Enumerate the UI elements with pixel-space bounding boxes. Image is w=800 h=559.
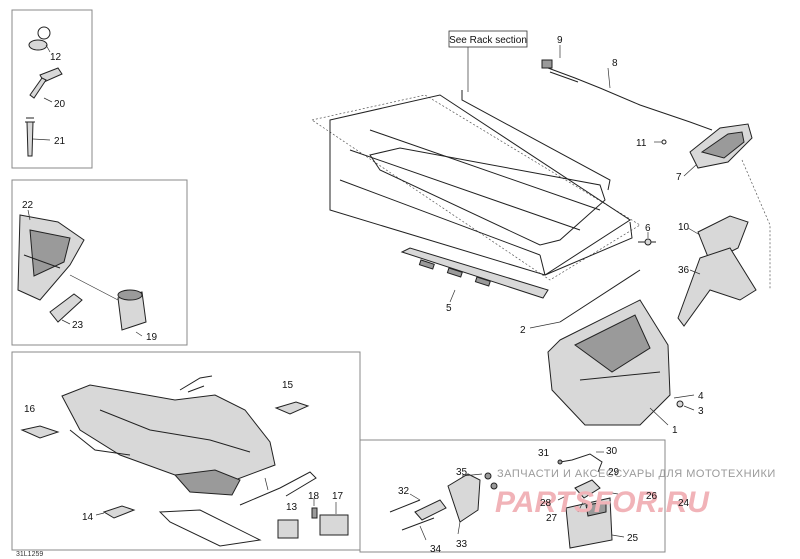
callout-15: 15 xyxy=(282,380,294,391)
open-wrench-part xyxy=(25,117,51,157)
callout-23: 23 xyxy=(72,320,84,331)
callout-11: 11 xyxy=(636,138,647,149)
label-part xyxy=(277,498,349,539)
callout-18: 18 xyxy=(308,491,320,502)
cable-part xyxy=(541,45,713,145)
screw-part xyxy=(389,493,435,541)
callout-20: 20 xyxy=(54,99,66,110)
decal-part xyxy=(20,401,310,519)
callout-36: 36 xyxy=(678,265,690,276)
callout-25: 25 xyxy=(627,533,639,544)
callout-5: 5 xyxy=(446,303,452,314)
callout-28: 28 xyxy=(540,498,552,509)
license-light-part xyxy=(557,451,619,513)
callout-24: 24 xyxy=(678,498,690,509)
callout-9: 9 xyxy=(557,35,563,46)
watermark-logo: PARTSFOR.RU xyxy=(495,486,710,519)
fastener-part xyxy=(673,394,695,411)
callout-6: 6 xyxy=(645,223,651,234)
filter-part xyxy=(69,274,147,337)
callout-4: 4 xyxy=(698,391,704,402)
section-note-box xyxy=(448,30,528,48)
callout-21: 21 xyxy=(54,136,66,147)
callout-2: 2 xyxy=(520,325,526,336)
callout-33: 33 xyxy=(456,539,468,550)
housing-part xyxy=(17,209,85,301)
callout-35: 35 xyxy=(456,467,468,478)
callout-30: 30 xyxy=(606,446,618,457)
tail-light-part xyxy=(683,123,753,177)
callout-27: 27 xyxy=(546,513,558,524)
license-plate-part xyxy=(565,497,625,549)
callout-29: 29 xyxy=(608,467,620,478)
callout-13: 13 xyxy=(286,502,298,513)
callout-14: 14 xyxy=(82,512,94,523)
rack-assembly xyxy=(311,90,641,281)
strip-part xyxy=(529,269,641,329)
callout-17: 17 xyxy=(332,491,344,502)
mirror-part xyxy=(28,26,51,53)
callout-32: 32 xyxy=(398,486,410,497)
callout-26: 26 xyxy=(646,491,658,502)
bolt-part xyxy=(638,232,656,246)
reference-code: 31L1259 xyxy=(16,551,43,558)
callout-16: 16 xyxy=(24,404,36,415)
callout-34: 34 xyxy=(430,544,442,555)
callout-1: 1 xyxy=(672,425,678,436)
watermark-text: ЗАПЧАСТИ И АКСЕССУАРЫ ДЛЯ МОТОТЕХНИКИ xyxy=(497,468,776,480)
callout-8: 8 xyxy=(612,58,618,69)
callout-19: 19 xyxy=(146,332,158,343)
lights-frame xyxy=(359,439,666,553)
wrench-part xyxy=(29,67,63,103)
inset-frame xyxy=(11,179,188,346)
plate-bracket-part xyxy=(414,472,498,535)
callout-31: 31 xyxy=(538,448,550,459)
callout-3: 3 xyxy=(698,406,704,417)
callout-22: 22 xyxy=(22,200,34,211)
mudflap-part xyxy=(547,299,671,426)
bumper-part xyxy=(400,247,549,303)
section-note: See Rack section xyxy=(449,35,527,46)
tools-frame xyxy=(11,9,93,169)
bracket-part xyxy=(49,293,83,325)
callout-7: 7 xyxy=(676,172,682,183)
snowmobile-part xyxy=(61,375,317,547)
support-part xyxy=(677,159,771,327)
callout-10: 10 xyxy=(678,222,690,233)
callout-12: 12 xyxy=(50,52,62,63)
